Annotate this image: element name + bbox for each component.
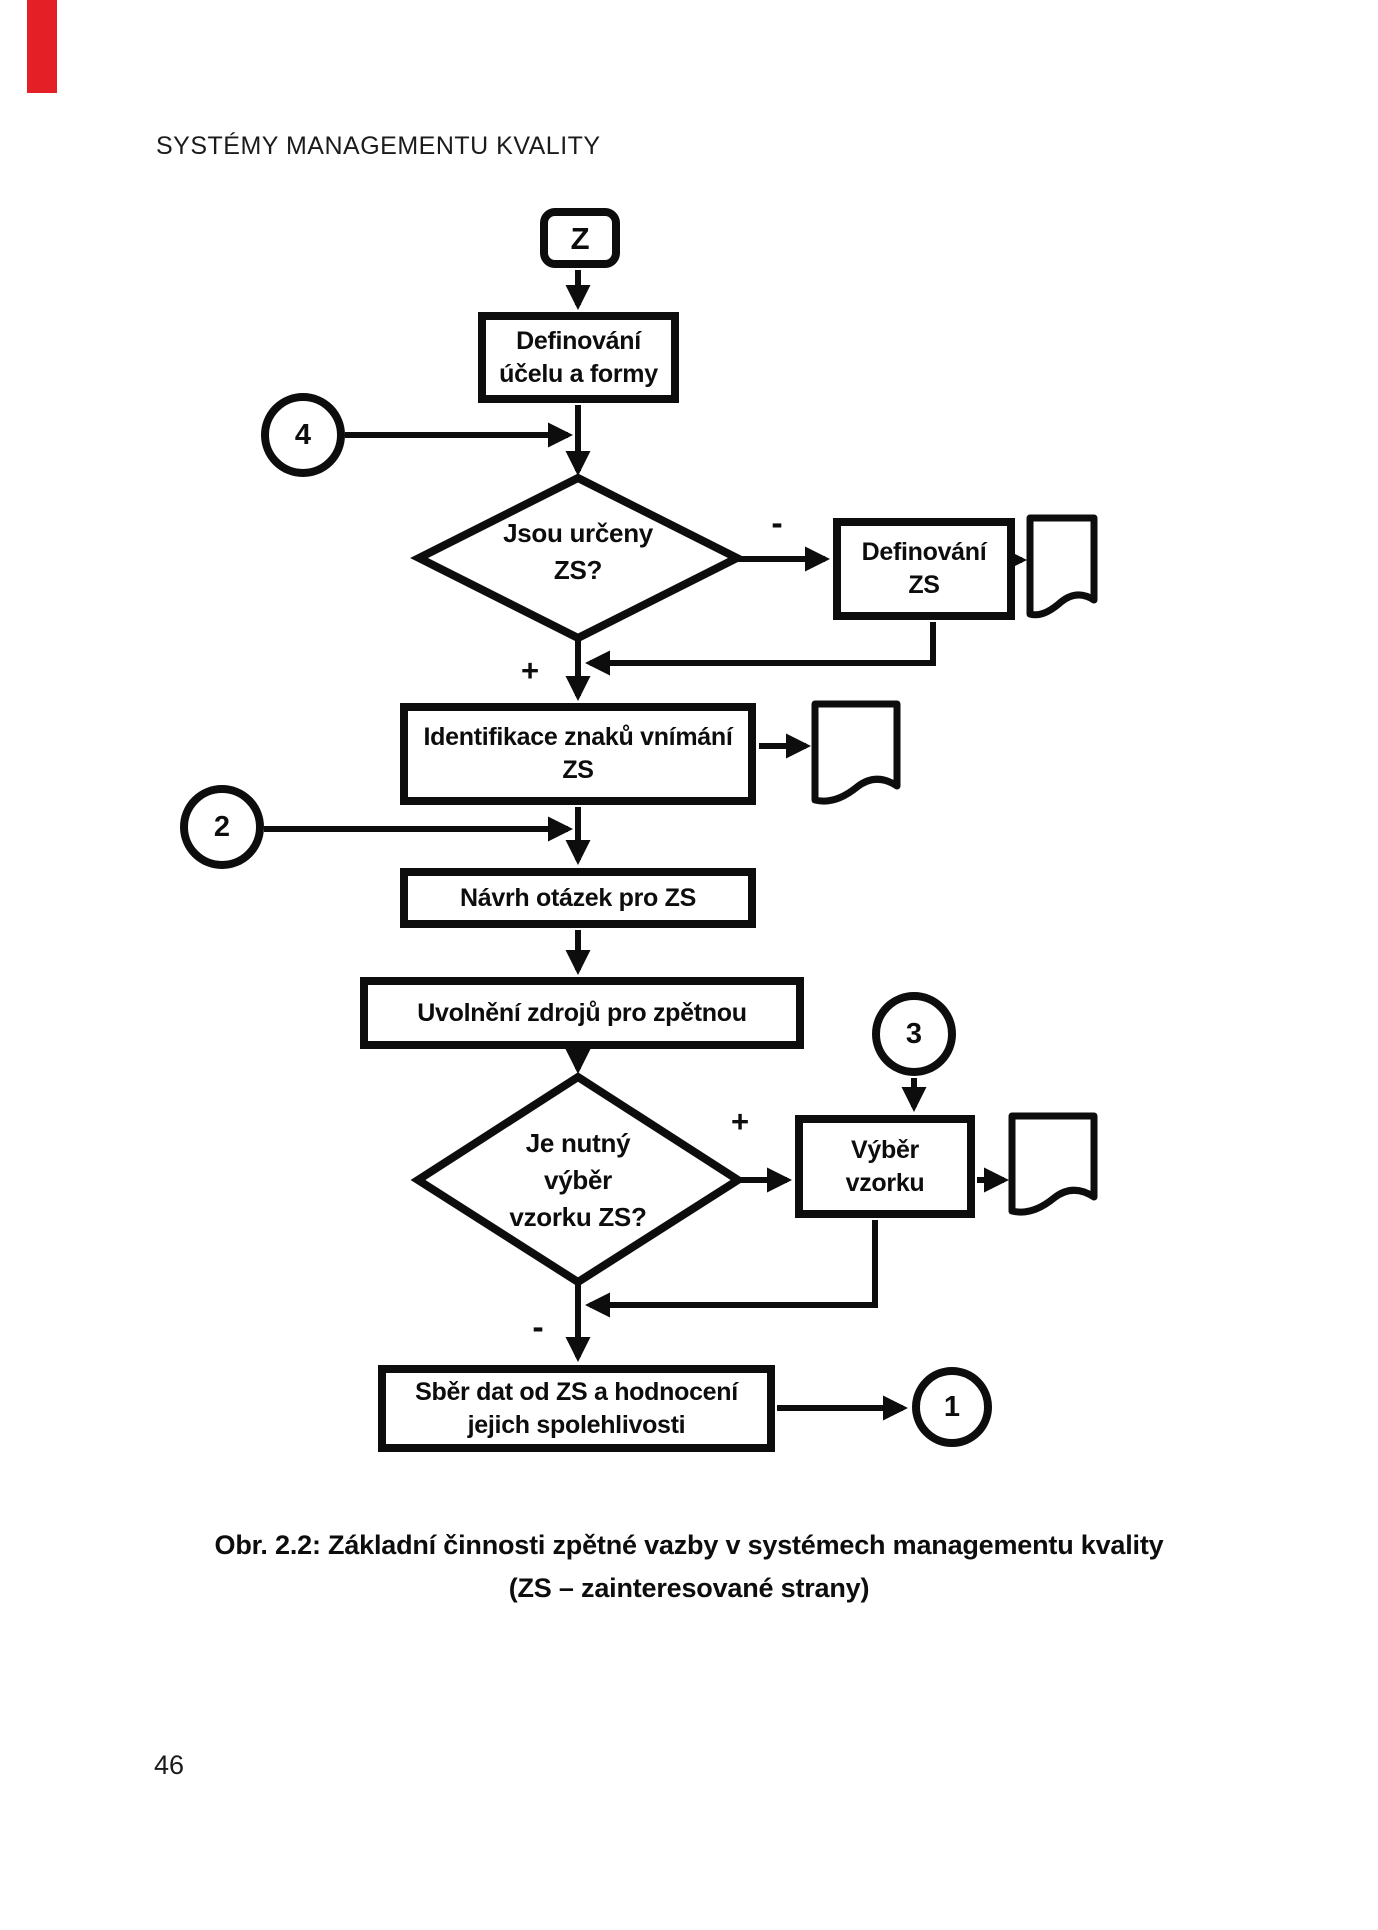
decision-sampling-shape xyxy=(410,1072,746,1287)
node-design-questions: Návrh otázek pro ZS xyxy=(400,868,756,928)
node-start: Z xyxy=(540,208,620,268)
connector-4: 4 xyxy=(261,393,345,477)
arrow-sample-return xyxy=(584,1220,878,1318)
node-label: Identifikace znaků vnímání xyxy=(423,723,733,751)
node-label: účelu a formy xyxy=(499,359,658,388)
node-identify-perception: Identifikace znaků vnímání ZS xyxy=(400,703,756,805)
node-sample-selection: Výběr vzorku xyxy=(795,1115,975,1218)
figure-caption: Obr. 2.2: Základní činnosti zpětné vazby… xyxy=(24,1524,1354,1610)
connector-1: 1 xyxy=(912,1367,992,1447)
decision-label: vzorku ZS? xyxy=(509,1201,647,1232)
connector-label: 3 xyxy=(905,1017,923,1050)
connector-2: 2 xyxy=(180,785,264,869)
branch-label-no: - xyxy=(532,1308,544,1347)
node-label: Uvolnění zdrojů pro zpětnou xyxy=(417,998,747,1027)
node-label: Definování xyxy=(516,326,641,355)
node-define-zs: Definování ZS xyxy=(833,518,1015,620)
node-label: Sběr dat od ZS a hodnocení xyxy=(415,1377,738,1406)
branch-label-no: - xyxy=(771,504,783,543)
decision-zs-defined-label: Jsou určeny ZS? xyxy=(438,514,718,590)
page-header: SYSTÉMY MANAGEMENTU KVALITY xyxy=(156,132,601,160)
arrow-define-zs-return xyxy=(584,622,936,676)
document-icon xyxy=(1008,1112,1098,1216)
branch-label-yes: + xyxy=(520,653,540,688)
node-label: vzorku xyxy=(845,1168,925,1197)
decision-label: Jsou určeny xyxy=(503,518,653,548)
page-number: 46 xyxy=(154,1750,185,1780)
figure-caption-line1: Obr. 2.2: Základní činnosti zpětné vazby… xyxy=(214,1530,1164,1560)
node-start-label: Z xyxy=(570,220,590,256)
connector-label: 2 xyxy=(213,810,231,843)
figure-caption-line2: (ZS – zainteresované strany) xyxy=(508,1573,870,1603)
connector-label: 4 xyxy=(294,418,312,451)
node-label: Výběr xyxy=(851,1135,919,1164)
decision-label: ZS? xyxy=(553,555,603,585)
node-label: Definování xyxy=(861,538,987,566)
document-icon xyxy=(811,700,901,805)
node-release-resources: Uvolnění zdrojů pro zpětnou xyxy=(360,977,804,1049)
node-label: Návrh otázek pro ZS xyxy=(459,883,697,912)
decision-sampling-label: Je nutný výběr vzorku ZS? xyxy=(438,1123,718,1237)
branch-label-yes: + xyxy=(730,1104,750,1139)
decision-zs-defined-shape xyxy=(410,473,746,643)
bookmark-ribbon xyxy=(27,0,57,93)
decision-label: výběr xyxy=(544,1164,612,1195)
node-label: jejich spolehlivosti xyxy=(467,1410,686,1439)
node-label: ZS xyxy=(908,571,940,599)
document-icon xyxy=(1026,514,1098,619)
node-define-purpose: Definování účelu a formy xyxy=(478,312,679,403)
decision-label: Je nutný xyxy=(525,1127,631,1158)
connector-3: 3 xyxy=(872,992,956,1076)
node-collect-data: Sběr dat od ZS a hodnocení jejich spoleh… xyxy=(378,1365,775,1452)
connector-label: 1 xyxy=(943,1390,961,1423)
node-label: ZS xyxy=(562,756,594,784)
